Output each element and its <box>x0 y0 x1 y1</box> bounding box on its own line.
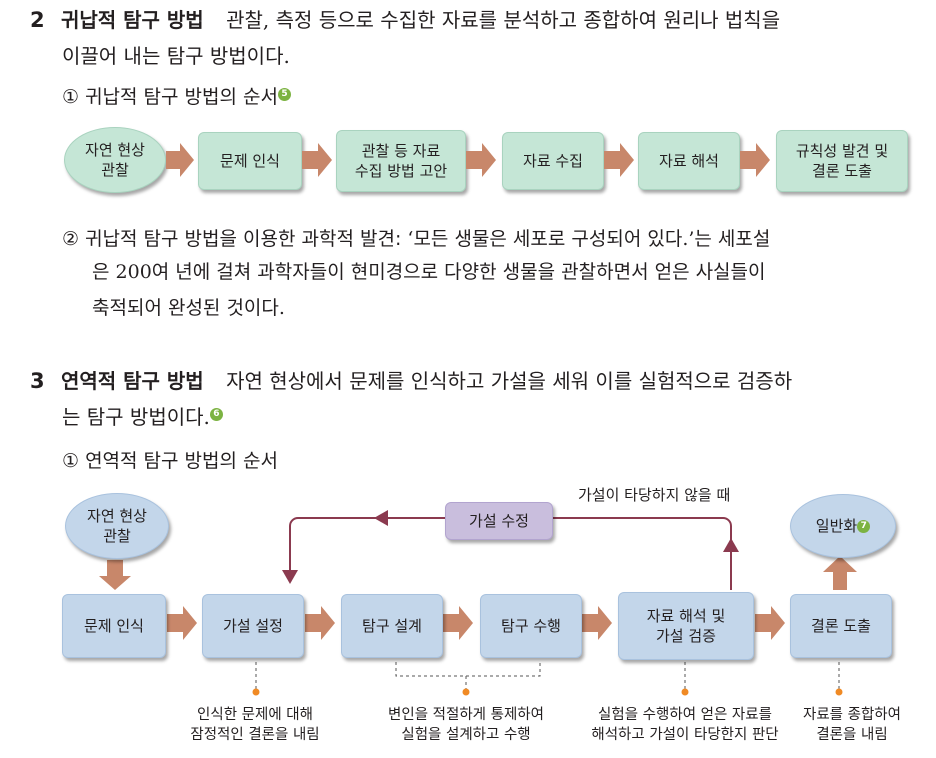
section2-desc-line1: 관찰, 측정 등으로 수집한 자료를 분석하고 종합하여 원리나 법칙을 <box>226 8 781 32</box>
section2-sub2-lead: ② 귀납적 탐구 방법을 이용한 과학적 발견: <box>62 228 402 250</box>
note-design: 변인을 적절하게 통제하여 실험을 설계하고 수행 <box>356 705 576 745</box>
note-verify-line2: 해석하고 가설이 타당한지 판단 <box>591 727 779 743</box>
ded-revise-hypothesis: 가설 수정 <box>445 502 553 540</box>
section2-sub2-line3: 축적되어 완성된 것이다. <box>92 297 285 319</box>
section2-desc-line2: 이끌어 내는 탐구 방법이다. <box>62 44 290 68</box>
ind-start-line1: 자연 현상 <box>85 141 145 159</box>
footnote-badge-6: 6 <box>209 408 223 422</box>
ded-step-conclude: 결론 도출 <box>790 594 892 658</box>
ded-step-design-label: 탐구 설계 <box>362 617 422 635</box>
ind-start-line2: 관찰 <box>101 161 129 179</box>
section2-title: 귀납적 탐구 방법 <box>60 8 204 32</box>
ind-step-method-line2: 수집 방법 고안 <box>354 162 448 180</box>
loop-condition-label: 가설이 타당하지 않을 때 <box>578 486 731 504</box>
section3-desc-line1: 자연 현상에서 문제를 인식하고 가설을 세워 이를 실험적으로 검증하 <box>226 369 793 393</box>
section2-number: 2 <box>30 8 45 32</box>
footnote-badge-7: 7 <box>857 519 871 533</box>
ded-step-design: 탐구 설계 <box>341 594 443 658</box>
note-design-line1: 변인을 적절하게 통제하여 <box>388 707 544 723</box>
ind-step-collect-label: 자료 수집 <box>523 152 583 170</box>
ded-step-verify-line2: 가설 검증 <box>656 627 716 645</box>
section3-title: 연역적 탐구 방법 <box>60 369 204 393</box>
ded-generalize-label: 일반화 <box>815 517 858 535</box>
ind-step-interpret: 자료 해석 <box>638 132 740 190</box>
ded-revise-label: 가설 수정 <box>469 512 529 530</box>
ded-step-hypothesis-label: 가설 설정 <box>223 617 283 635</box>
note-conclude-line2: 결론을 내림 <box>816 727 888 743</box>
ded-step-perform: 탐구 수행 <box>480 594 582 658</box>
section3-desc-line2: 는 탐구 방법이다. <box>62 405 210 429</box>
ind-step-method-line1: 관찰 등 자료 <box>361 142 441 160</box>
ded-step-hypothesis: 가설 설정 <box>202 594 304 658</box>
ded-step-problem: 문제 인식 <box>62 594 166 658</box>
ind-step-problem-label: 문제 인식 <box>220 152 280 170</box>
ded-start-line1: 자연 현상 <box>87 507 147 525</box>
ind-step-conclude-line2: 결론 도출 <box>812 162 872 180</box>
section3-line1: 3 연역적 탐구 방법 자연 현상에서 문제를 인식하고 가설을 세워 이를 실… <box>30 363 930 399</box>
section3-number: 3 <box>30 369 45 393</box>
footnote-badge-5: 5 <box>278 87 291 101</box>
ded-step-problem-label: 문제 인식 <box>84 617 144 635</box>
ind-step-problem: 문제 인식 <box>198 132 302 190</box>
note-design-line2: 실험을 설계하고 수행 <box>401 727 531 743</box>
section3-subheading1: ① 연역적 탐구 방법의 순서 <box>62 450 278 472</box>
ded-step-perform-label: 탐구 수행 <box>501 617 561 635</box>
note-conclude: 자료를 종합하여 결론을 내림 <box>782 705 922 745</box>
section2-subheading2: ② 귀납적 탐구 방법을 이용한 과학적 발견: ‘모든 생물은 세포로 구성되… <box>62 221 932 257</box>
section2-line1: 2 귀납적 탐구 방법 관찰, 측정 등으로 수집한 자료를 분석하고 종합하여… <box>30 2 930 38</box>
note-verify-line1: 실험을 수행하여 얻은 자료를 <box>598 707 772 723</box>
ind-step-collect: 자료 수집 <box>502 132 604 190</box>
note-hypothesis-line2: 잠정적인 결론을 내림 <box>190 727 320 743</box>
note-hypothesis-line1: 인식한 문제에 대해 <box>197 707 313 723</box>
section2-sub2-rest: ‘모든 생물은 세포로 구성되어 있다.’는 세포설 <box>407 228 771 250</box>
ind-step-conclude-line1: 규칙성 발견 및 <box>795 142 889 160</box>
section2-sub2-line2: 은 200여 년에 걸쳐 과학자들이 현미경으로 다양한 생물을 관찰하면서 얻… <box>92 261 766 283</box>
section3-desc-line2-wrap: 는 탐구 방법이다.6 <box>62 399 223 435</box>
ind-step-interpret-label: 자료 해석 <box>659 152 719 170</box>
note-conclude-line1: 자료를 종합하여 <box>803 707 901 723</box>
ded-start-line2: 관찰 <box>103 527 131 545</box>
note-verify: 실험을 수행하여 얻은 자료를 해석하고 가설이 타당한지 판단 <box>566 705 804 745</box>
ded-step-verify-line1: 자료 해석 및 <box>646 607 726 625</box>
note-hypothesis: 인식한 문제에 대해 잠정적인 결론을 내림 <box>160 705 350 745</box>
ded-step-conclude-label: 결론 도출 <box>811 617 871 635</box>
section2-sub1-text: ① 귀납적 탐구 방법의 순서 <box>62 86 278 108</box>
